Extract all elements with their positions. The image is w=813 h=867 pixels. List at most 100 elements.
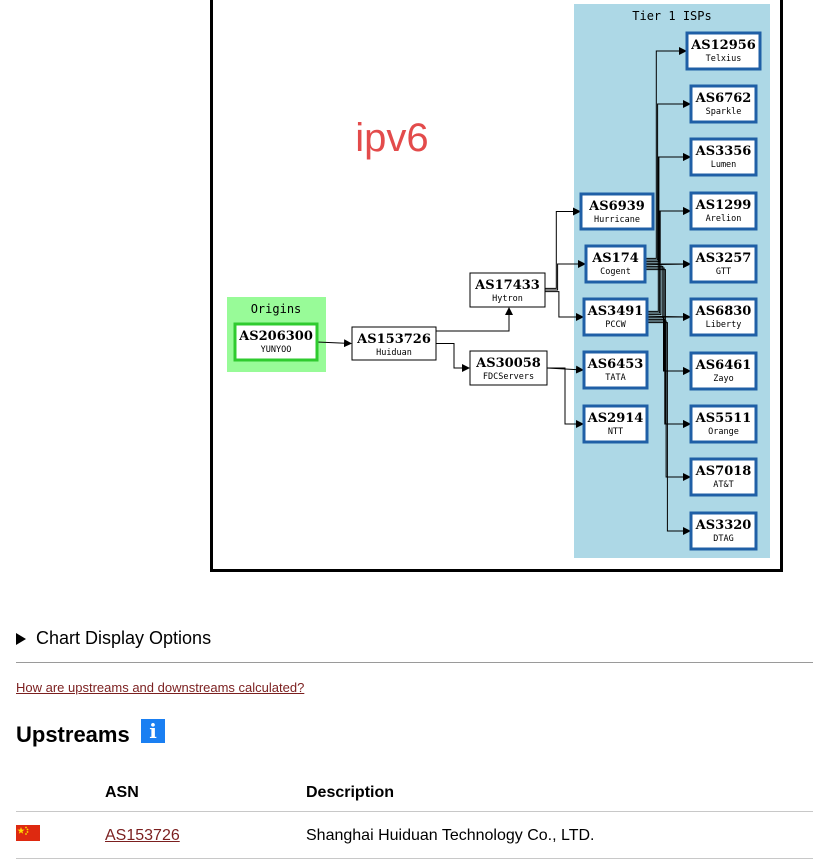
node-box	[689, 511, 758, 551]
edge-AS3491-AS3257	[647, 260, 691, 316]
upstream-description: Shanghai Huiduan Technology Co., LTD.	[306, 827, 595, 844]
node-asn-label: AS5511	[695, 411, 752, 426]
node-asn-label: AS6453	[587, 357, 644, 372]
node-name-label: YUNYOO	[261, 345, 292, 355]
chart-display-options-toggle[interactable]: Chart Display Options	[16, 628, 211, 649]
node-box	[584, 244, 647, 284]
upstream-asn-link[interactable]: AS153726	[105, 827, 180, 844]
node-name-label: Zayo	[713, 374, 733, 384]
ipv6-watermark: ipv6	[355, 116, 428, 160]
node-asn-label: AS6830	[695, 304, 752, 319]
node-box	[582, 297, 649, 337]
upstreams-heading: Upstreams	[16, 722, 130, 747]
edge-AS17433-AS174	[545, 260, 586, 291]
edge-AS3491-AS7018	[647, 320, 691, 481]
node-asn-label: AS206300	[238, 329, 313, 344]
edge-AS3491-AS3356	[647, 153, 691, 312]
tier1-cluster-label: Tier 1 ISPs	[632, 9, 711, 23]
origins-cluster-label: Origins	[251, 302, 302, 316]
node-box	[689, 297, 758, 337]
node-asn-label: AS7018	[695, 464, 752, 479]
node-asn-label: AS17433	[474, 278, 540, 293]
edge-AS206300-AS153726	[316, 339, 352, 348]
node-name-label: Arelion	[706, 214, 742, 224]
node-asn-label: AS3257	[695, 251, 752, 266]
node-name-label: Hurricane	[594, 215, 640, 225]
edge-AS153726-AS30058	[436, 343, 470, 372]
edge-AS3491-AS3320	[647, 322, 691, 535]
info-icon[interactable]: i	[141, 719, 165, 743]
node-box	[689, 137, 758, 177]
node-asn-label: AS1299	[695, 198, 752, 213]
node-name-label: GTT	[716, 267, 731, 277]
node-name-label: Lumen	[711, 160, 737, 170]
node-name-label: Liberty	[706, 320, 742, 330]
edge-AS3491-AS1299	[647, 207, 691, 314]
node-asn-label: AS2914	[587, 411, 644, 426]
node-asn-label: AS153726	[356, 332, 431, 347]
node-name-label: Sparkle	[706, 107, 742, 117]
node-box	[689, 84, 758, 124]
node-name-label: NTT	[608, 427, 623, 437]
divider	[16, 662, 813, 663]
node-box	[689, 404, 758, 444]
node-asn-label: AS6762	[695, 91, 752, 106]
asn-column-header: ASN	[105, 784, 139, 801]
china-flag-icon	[16, 825, 40, 841]
node-name-label: Telxius	[706, 54, 742, 64]
node-box	[469, 272, 546, 308]
node-box	[685, 31, 762, 71]
edge-AS174-AS12956	[645, 47, 687, 259]
edge-AS30058-AS2914	[547, 367, 584, 428]
edge-AS153726-AS17433	[436, 307, 513, 332]
upstreams-help-link[interactable]: How are upstreams and downstreams calcul…	[16, 680, 305, 695]
node-box	[582, 350, 649, 390]
edge-AS3491-AS6461	[647, 317, 691, 375]
node-asn-label: AS3491	[587, 304, 644, 319]
node-box	[689, 351, 758, 391]
node-asn-label: AS174	[591, 251, 639, 266]
node-box	[689, 457, 758, 497]
node-asn-label: AS12956	[690, 38, 756, 53]
edge-AS17433-AS6939	[545, 207, 581, 289]
node-box	[469, 350, 548, 386]
node-asn-label: AS6461	[695, 358, 752, 373]
edge-AS17433-AS3491	[545, 291, 584, 321]
description-column-header: Description	[306, 784, 395, 801]
as-graph-svg: Tier 1 ISPs Origins ipv6 AS206300YUNYOOA…	[227, 4, 770, 558]
node-name-label: Huiduan	[376, 348, 412, 358]
node-asn-label: AS3356	[695, 144, 752, 159]
node-name-label: PCCW	[605, 320, 626, 330]
node-box	[582, 404, 649, 444]
node-name-label: AT&T	[713, 480, 733, 490]
node-box	[689, 191, 758, 231]
node-asn-label: AS30058	[475, 356, 541, 371]
edge-AS3491-AS6830	[646, 312, 691, 321]
edge-AS3491-AS5511	[647, 318, 691, 428]
node-name-label: TATA	[605, 373, 625, 383]
node-box	[689, 244, 758, 284]
node-name-label: Cogent	[600, 267, 631, 277]
node-box	[233, 322, 319, 362]
node-asn-label: AS3320	[695, 518, 752, 533]
